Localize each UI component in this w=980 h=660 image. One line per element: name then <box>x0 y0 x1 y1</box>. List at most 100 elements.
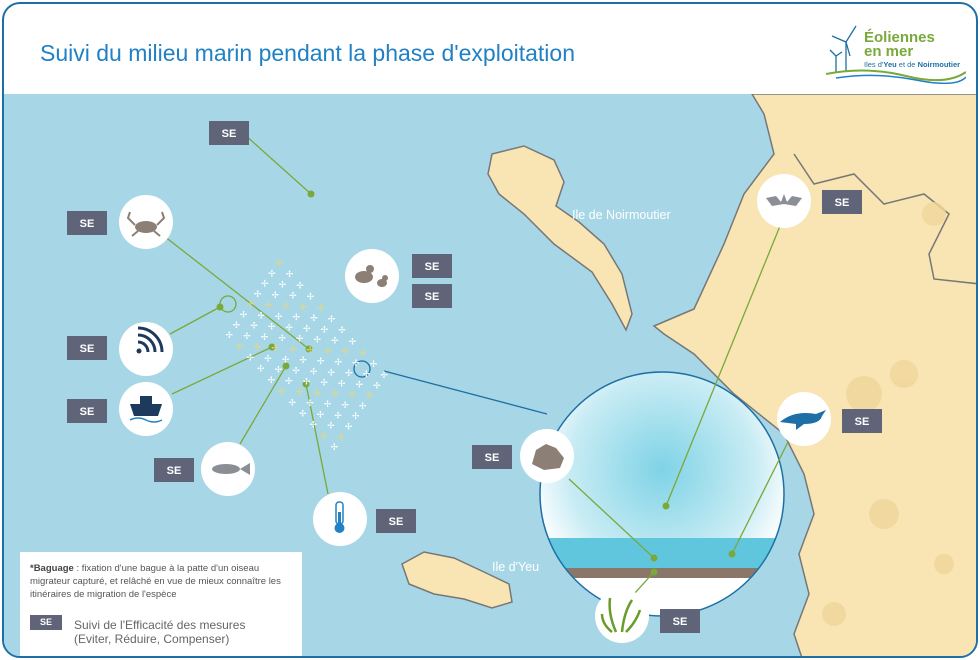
wind-turbine-icon: ✢ <box>293 312 301 322</box>
crab-icon[interactable] <box>119 195 173 249</box>
wind-turbine-icon: ✢ <box>296 280 304 290</box>
wind-turbine-icon: ✢ <box>310 420 318 430</box>
se-badge-label: SE <box>425 261 440 273</box>
wind-turbine-icon: ✢ <box>317 303 325 313</box>
wind-turbine-icon: ✢ <box>292 366 300 376</box>
wind-turbine-icon: ✢ <box>317 409 325 419</box>
birds-icon[interactable] <box>345 249 399 303</box>
se-badge-label: SE <box>673 616 688 628</box>
wind-turbine-icon: ✢ <box>310 366 318 376</box>
se-badge[interactable]: SE <box>67 336 107 360</box>
wind-turbine-icon: ✢ <box>261 332 269 342</box>
wind-turbine-icon: ✢ <box>373 380 381 390</box>
wind-turbine-icon: ✢ <box>306 345 314 355</box>
wind-turbine-icon: ✢ <box>356 379 364 389</box>
wind-turbine-icon: ✢ <box>314 335 322 345</box>
wind-turbine-icon: ✢ <box>345 368 353 378</box>
wind-turbine-icon: ✢ <box>335 357 343 367</box>
se-badge-bg <box>472 445 512 469</box>
wind-turbine-icon: ✢ <box>233 320 241 330</box>
se-badge[interactable]: SE <box>660 609 700 633</box>
se-badge-bg <box>412 284 452 308</box>
wind-turbine-icon: ✢ <box>307 292 315 302</box>
label-noirmoutier: Ile de Noirmoutier <box>572 208 671 222</box>
wind-turbine-icon: ✢ <box>261 279 269 289</box>
legend-se-description: Suivi de l'Efficacité des mesures(Eviter… <box>74 618 245 646</box>
wind-turbine-icon: ✢ <box>299 355 307 365</box>
baguage-note: *Baguage : fixation d'une bague à la pat… <box>30 562 300 601</box>
wind-turbine-icon: ✢ <box>338 379 346 389</box>
wind-turbine-icon: ✢ <box>243 331 251 341</box>
se-badge-bg <box>376 509 416 533</box>
signal-icon[interactable] <box>119 322 173 376</box>
wind-turbine-icon: ✢ <box>327 367 335 377</box>
wind-turbine-icon: ✢ <box>285 323 293 333</box>
se-badge[interactable]: SE <box>412 254 452 278</box>
wind-turbine-icon: ✢ <box>317 356 325 366</box>
wind-turbine-icon: ✢ <box>303 323 311 333</box>
wind-turbine-icon: ✢ <box>247 299 255 309</box>
wind-turbine-icon: ✢ <box>254 342 262 352</box>
wind-turbine-icon: ✢ <box>257 364 265 374</box>
se-badge-bg <box>67 399 107 423</box>
wind-turbine-icon: ✢ <box>331 442 339 452</box>
se-badge[interactable]: SE <box>67 399 107 423</box>
wind-turbine-icon: ✢ <box>296 334 304 344</box>
legend-se-line1: Suivi de l'Efficacité des mesures <box>74 618 246 632</box>
se-badge[interactable]: SE <box>154 458 194 482</box>
se-badge-bg <box>67 211 107 235</box>
seaweed-icon[interactable] <box>595 589 649 643</box>
mainland-inner-coast <box>793 153 976 285</box>
se-badge[interactable]: SE <box>376 509 416 533</box>
se-badge[interactable]: SE <box>822 190 862 214</box>
note-term: *Baguage <box>30 563 74 574</box>
se-badge-bg <box>842 409 882 433</box>
wind-turbine-logo-icon <box>829 25 857 72</box>
wind-turbine-icon: ✢ <box>278 386 286 396</box>
rock-icon[interactable] <box>520 429 574 483</box>
thermometer-icon[interactable] <box>313 492 367 546</box>
se-badge[interactable]: SE <box>209 121 249 145</box>
dolphin-icon[interactable] <box>777 392 831 446</box>
se-badge-label: SE <box>835 197 850 209</box>
ile-de-noirmoutier <box>487 145 633 332</box>
se-badge-label: SE <box>167 465 182 477</box>
wind-turbine-icon: ✢ <box>268 375 276 385</box>
se-badge-bg <box>822 190 862 214</box>
wind-turbine-icon: ✢ <box>272 290 280 300</box>
wind-turbine-icon: ✢ <box>296 387 304 397</box>
se-badge[interactable]: SE <box>472 445 512 469</box>
se-badge[interactable]: SE <box>842 409 882 433</box>
wind-turbine-icon: ✢ <box>363 369 371 379</box>
logo-line3: Iles d'Yeu et de Noirmoutier <box>864 60 960 69</box>
wind-turbine-icon: ✢ <box>282 354 290 364</box>
wind-turbine-icon: ✢ <box>303 377 311 387</box>
boat-icon[interactable] <box>119 382 173 436</box>
se-badge[interactable]: SE <box>67 211 107 235</box>
wind-turbine-icon: ✢ <box>341 400 349 410</box>
wind-turbine-icon: ✢ <box>264 300 272 310</box>
legend-se-line2: (Eviter, Réduire, Compenser) <box>74 632 230 646</box>
wind-turbine-icon: ✢ <box>268 322 276 332</box>
wind-turbine-icon: ✢ <box>334 410 342 420</box>
se-badge-label: SE <box>80 406 95 418</box>
wind-turbine-icon: ✢ <box>328 314 336 324</box>
bat-icon[interactable] <box>757 174 811 228</box>
page-title: Suivi du milieu marin pendant la phase d… <box>40 40 575 66</box>
wind-turbine-icon: ✢ <box>254 289 262 299</box>
wind-turbine-icon: ✢ <box>324 346 332 356</box>
se-badge-label: SE <box>855 416 870 428</box>
wind-turbine-icon: ✢ <box>275 258 283 268</box>
se-badge-bg <box>412 254 452 278</box>
wind-turbine-icon: ✢ <box>331 336 339 346</box>
fish-icon[interactable] <box>201 442 255 496</box>
wind-turbine-icon: ✢ <box>370 359 378 369</box>
se-badge-bg <box>67 336 107 360</box>
wind-turbine-icon: ✢ <box>278 333 286 343</box>
wind-turbine-icon: ✢ <box>247 353 255 363</box>
se-badge[interactable]: SE <box>412 284 452 308</box>
wind-turbine-icon: ✢ <box>327 421 335 431</box>
logo: Éoliennes en mer Iles d'Yeu et de Noirmo… <box>826 25 966 84</box>
wind-turbine-icon: ✢ <box>279 280 287 290</box>
wind-turbine-icon: ✢ <box>226 330 234 340</box>
